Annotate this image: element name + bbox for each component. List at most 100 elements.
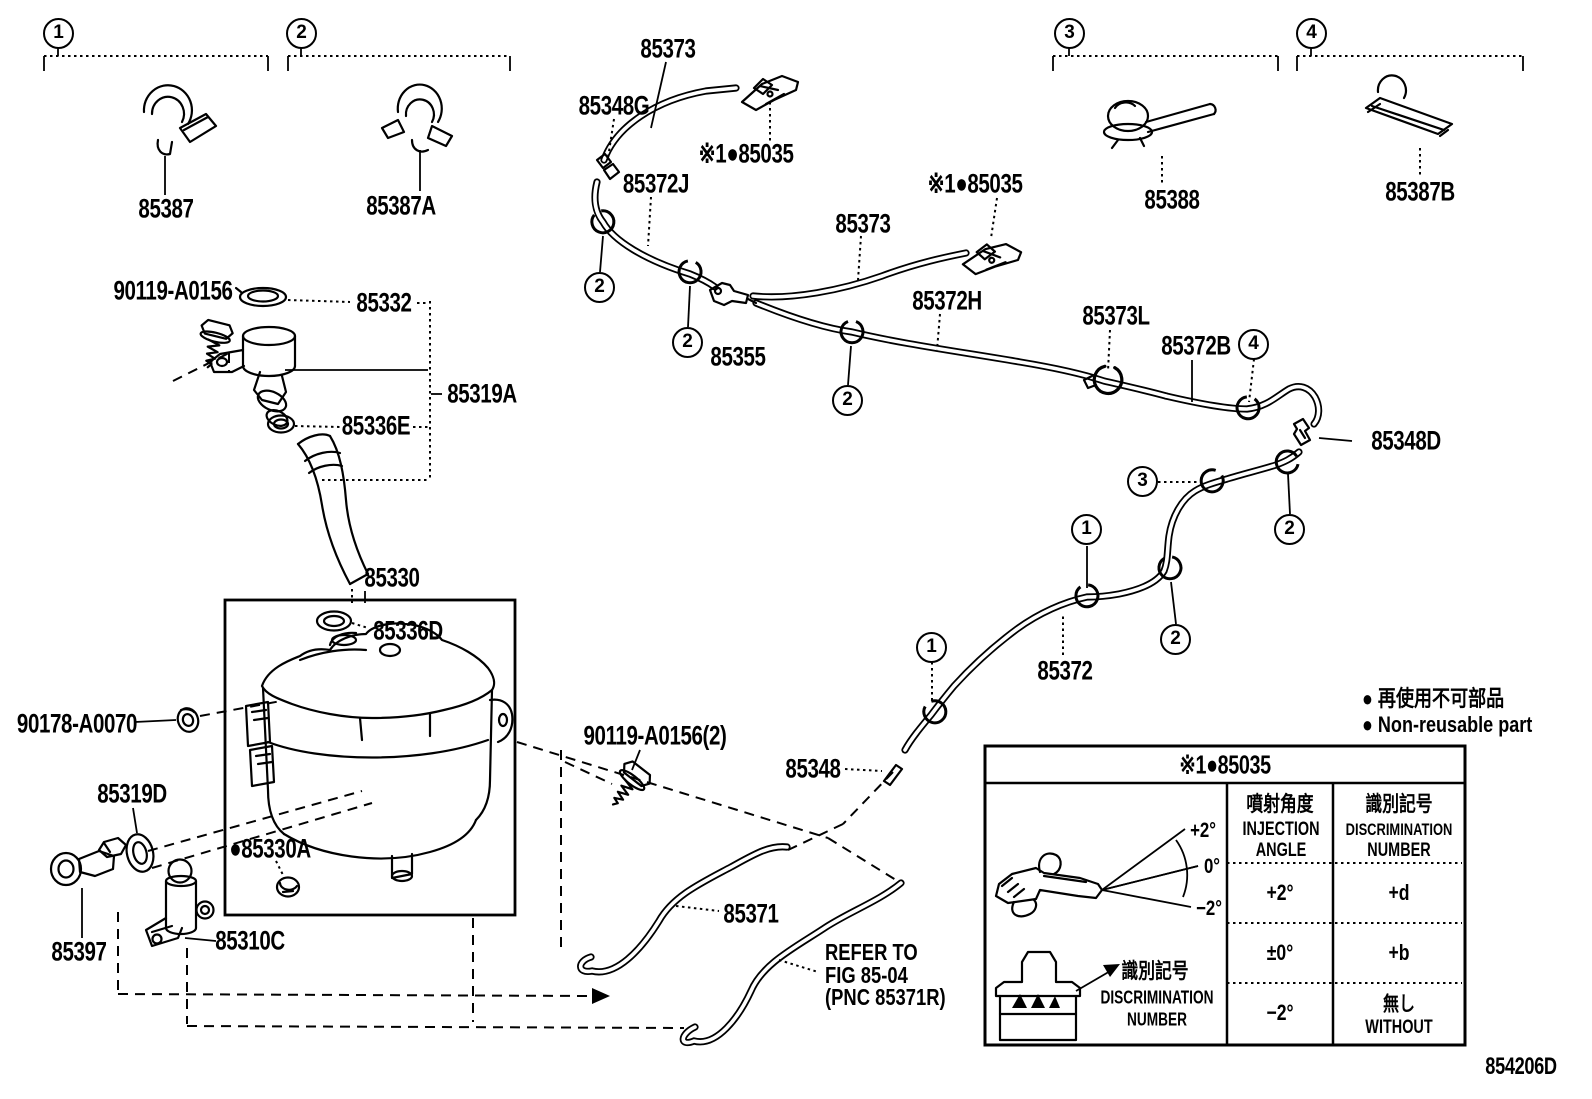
table-angle-header-en1: INJECTION — [1242, 819, 1320, 840]
part-label-85330a: ●85330A — [229, 833, 311, 864]
callout-clamp-1b: 1 — [916, 632, 947, 663]
connector-85348-icon — [882, 763, 904, 787]
legend-non-reusable-en: ● Non-reusable part — [1362, 712, 1533, 737]
nozzle-85388-icon — [1102, 99, 1217, 150]
callout-header-1: 1 — [43, 18, 74, 49]
nozzle-side-view-icon — [994, 852, 1104, 918]
refer-note-line3: (PNC 85371R) — [825, 984, 946, 1010]
washer-jar-85330-icon — [244, 622, 514, 883]
table-angle-header-jp: 噴射角度 — [1246, 793, 1314, 816]
jar-detail-box — [223, 598, 517, 917]
dashed-construction-lines — [117, 352, 897, 1029]
connector-85348g-icon — [595, 152, 621, 181]
refer-note-line2: FIG 85-04 — [825, 961, 908, 988]
part-label-85387b: 85387B — [1385, 176, 1455, 207]
part-label-85319d: 85319D — [97, 778, 167, 809]
part-label-85035-2: ※1●85035 — [927, 168, 1023, 199]
table-row3-disc-en: WITHOUT — [1365, 1017, 1433, 1038]
spec-table-rules — [983, 744, 1467, 1047]
filler-tube-icon — [296, 433, 370, 586]
part-label-85330: 85330 — [364, 562, 420, 593]
part-label-85373-mid: 85373 — [835, 208, 891, 239]
part-label-85373l: 85373L — [1082, 300, 1150, 331]
part-label-85371: 85371 — [723, 898, 779, 929]
refer-note: REFER TO FIG 85-04 (PNC 85371R) — [825, 941, 946, 1009]
table-row3-disc-jp: 無し — [1383, 993, 1415, 1016]
fan-label-zero: 0° — [1203, 855, 1221, 878]
part-label-85348: 85348 — [785, 753, 841, 784]
part-label-85397: 85397 — [51, 936, 107, 967]
callout-clamp-4a: 4 — [1238, 329, 1269, 360]
jar-cap-85332-icon — [234, 286, 288, 308]
callout-clamp-2c: 2 — [832, 385, 863, 416]
part-label-85373-top: 85373 — [640, 33, 696, 64]
fan-label-minus2: −2° — [1196, 897, 1222, 920]
injection-angle-fan — [1101, 828, 1199, 908]
part-label-85336d: 85336D — [373, 615, 443, 646]
table-row2-disc: +b — [1388, 940, 1410, 965]
table-angle-header-en2: ANGLE — [1255, 840, 1307, 861]
part-label-85355: 85355 — [710, 341, 766, 372]
grommet-90178-icon — [176, 707, 200, 733]
part-label-85035-1: ※1●85035 — [698, 138, 794, 169]
callout-clamp-2e: 2 — [1160, 624, 1191, 655]
part-label-85372b: 85372B — [1161, 330, 1231, 361]
callout-header-4: 4 — [1296, 18, 1327, 49]
part-label-85387a: 85387A — [366, 190, 436, 221]
part-label-85348g: 85348G — [578, 90, 650, 121]
callout-header-3: 3 — [1054, 18, 1085, 49]
part-label-90119: 90119-A0156 — [113, 275, 233, 306]
clip-85387-icon — [142, 84, 218, 156]
washer-pump-85310c-icon — [144, 858, 215, 948]
part-label-85372: 85372 — [1037, 655, 1093, 686]
part-label-85388: 85388 — [1144, 184, 1200, 215]
table-row1-disc: +d — [1388, 880, 1410, 905]
table-row3-angle: −2° — [1266, 1000, 1294, 1025]
table-row1-angle: +2° — [1266, 880, 1294, 905]
callout-clamp-2a: 2 — [584, 272, 615, 303]
grommet-85336d-icon — [315, 610, 353, 632]
clip-85387a-icon — [380, 83, 454, 153]
clip-85387b-icon — [1364, 74, 1454, 138]
callout-clamp-1a: 1 — [1071, 514, 1102, 545]
table-title: ※1●85035 — [1179, 749, 1271, 780]
washer-hoses — [577, 84, 1323, 1047]
callout-brackets — [43, 48, 1524, 71]
clamp-85373l-icon — [1082, 363, 1126, 397]
part-label-90178: 90178-A0070 — [16, 708, 138, 739]
joint-85355-icon — [708, 281, 758, 307]
part-label-85387: 85387 — [138, 193, 194, 224]
part-label-85336e: 85336E — [341, 410, 411, 441]
table-disc-header-jp: 識別記号 — [1365, 793, 1433, 816]
washer-jar-inlet-85319a-icon — [208, 325, 297, 427]
part-label-85348d: 85348D — [1371, 425, 1441, 456]
table-disc-header-en1: DISCRIMINATION — [1345, 820, 1453, 839]
dotted-leaders — [275, 102, 1421, 973]
grommet-85336e-icon — [266, 414, 296, 434]
part-label-85332: 85332 — [356, 287, 412, 318]
table-inner-label-en2: NUMBER — [1126, 1009, 1188, 1030]
drawing-number: 854206D — [1485, 1053, 1557, 1080]
leader-lines — [81, 61, 1353, 942]
fan-label-plus2: +2° — [1190, 819, 1216, 842]
table-row2-angle: ±0° — [1266, 940, 1294, 965]
legend-non-reusable-jp: ● 再使用不可部品 — [1362, 686, 1505, 711]
part-label-85310c: 85310C — [215, 925, 285, 956]
valve-85397-icon — [49, 836, 128, 887]
table-inner-label-en1: DISCRIMINATION — [1100, 987, 1214, 1008]
refer-note-line1: REFER TO — [825, 939, 918, 965]
part-label-85319a: 85319A — [447, 378, 517, 409]
table-inner-label-jp: 識別記号 — [1121, 960, 1189, 983]
callout-clamp-2b: 2 — [672, 327, 703, 358]
grommet-85330a-icon — [275, 876, 301, 898]
callout-header-2: 2 — [286, 18, 317, 49]
elbow-85348d-icon — [1292, 417, 1312, 447]
part-label-85372h: 85372H — [912, 285, 982, 316]
table-disc-header-en2: NUMBER — [1367, 840, 1431, 861]
callout-clamp-2d: 2 — [1274, 514, 1305, 545]
callout-clamp-3a: 3 — [1127, 466, 1158, 497]
part-label-85372j: 85372J — [622, 168, 690, 199]
nozzle-front-view-icon — [994, 950, 1120, 1042]
